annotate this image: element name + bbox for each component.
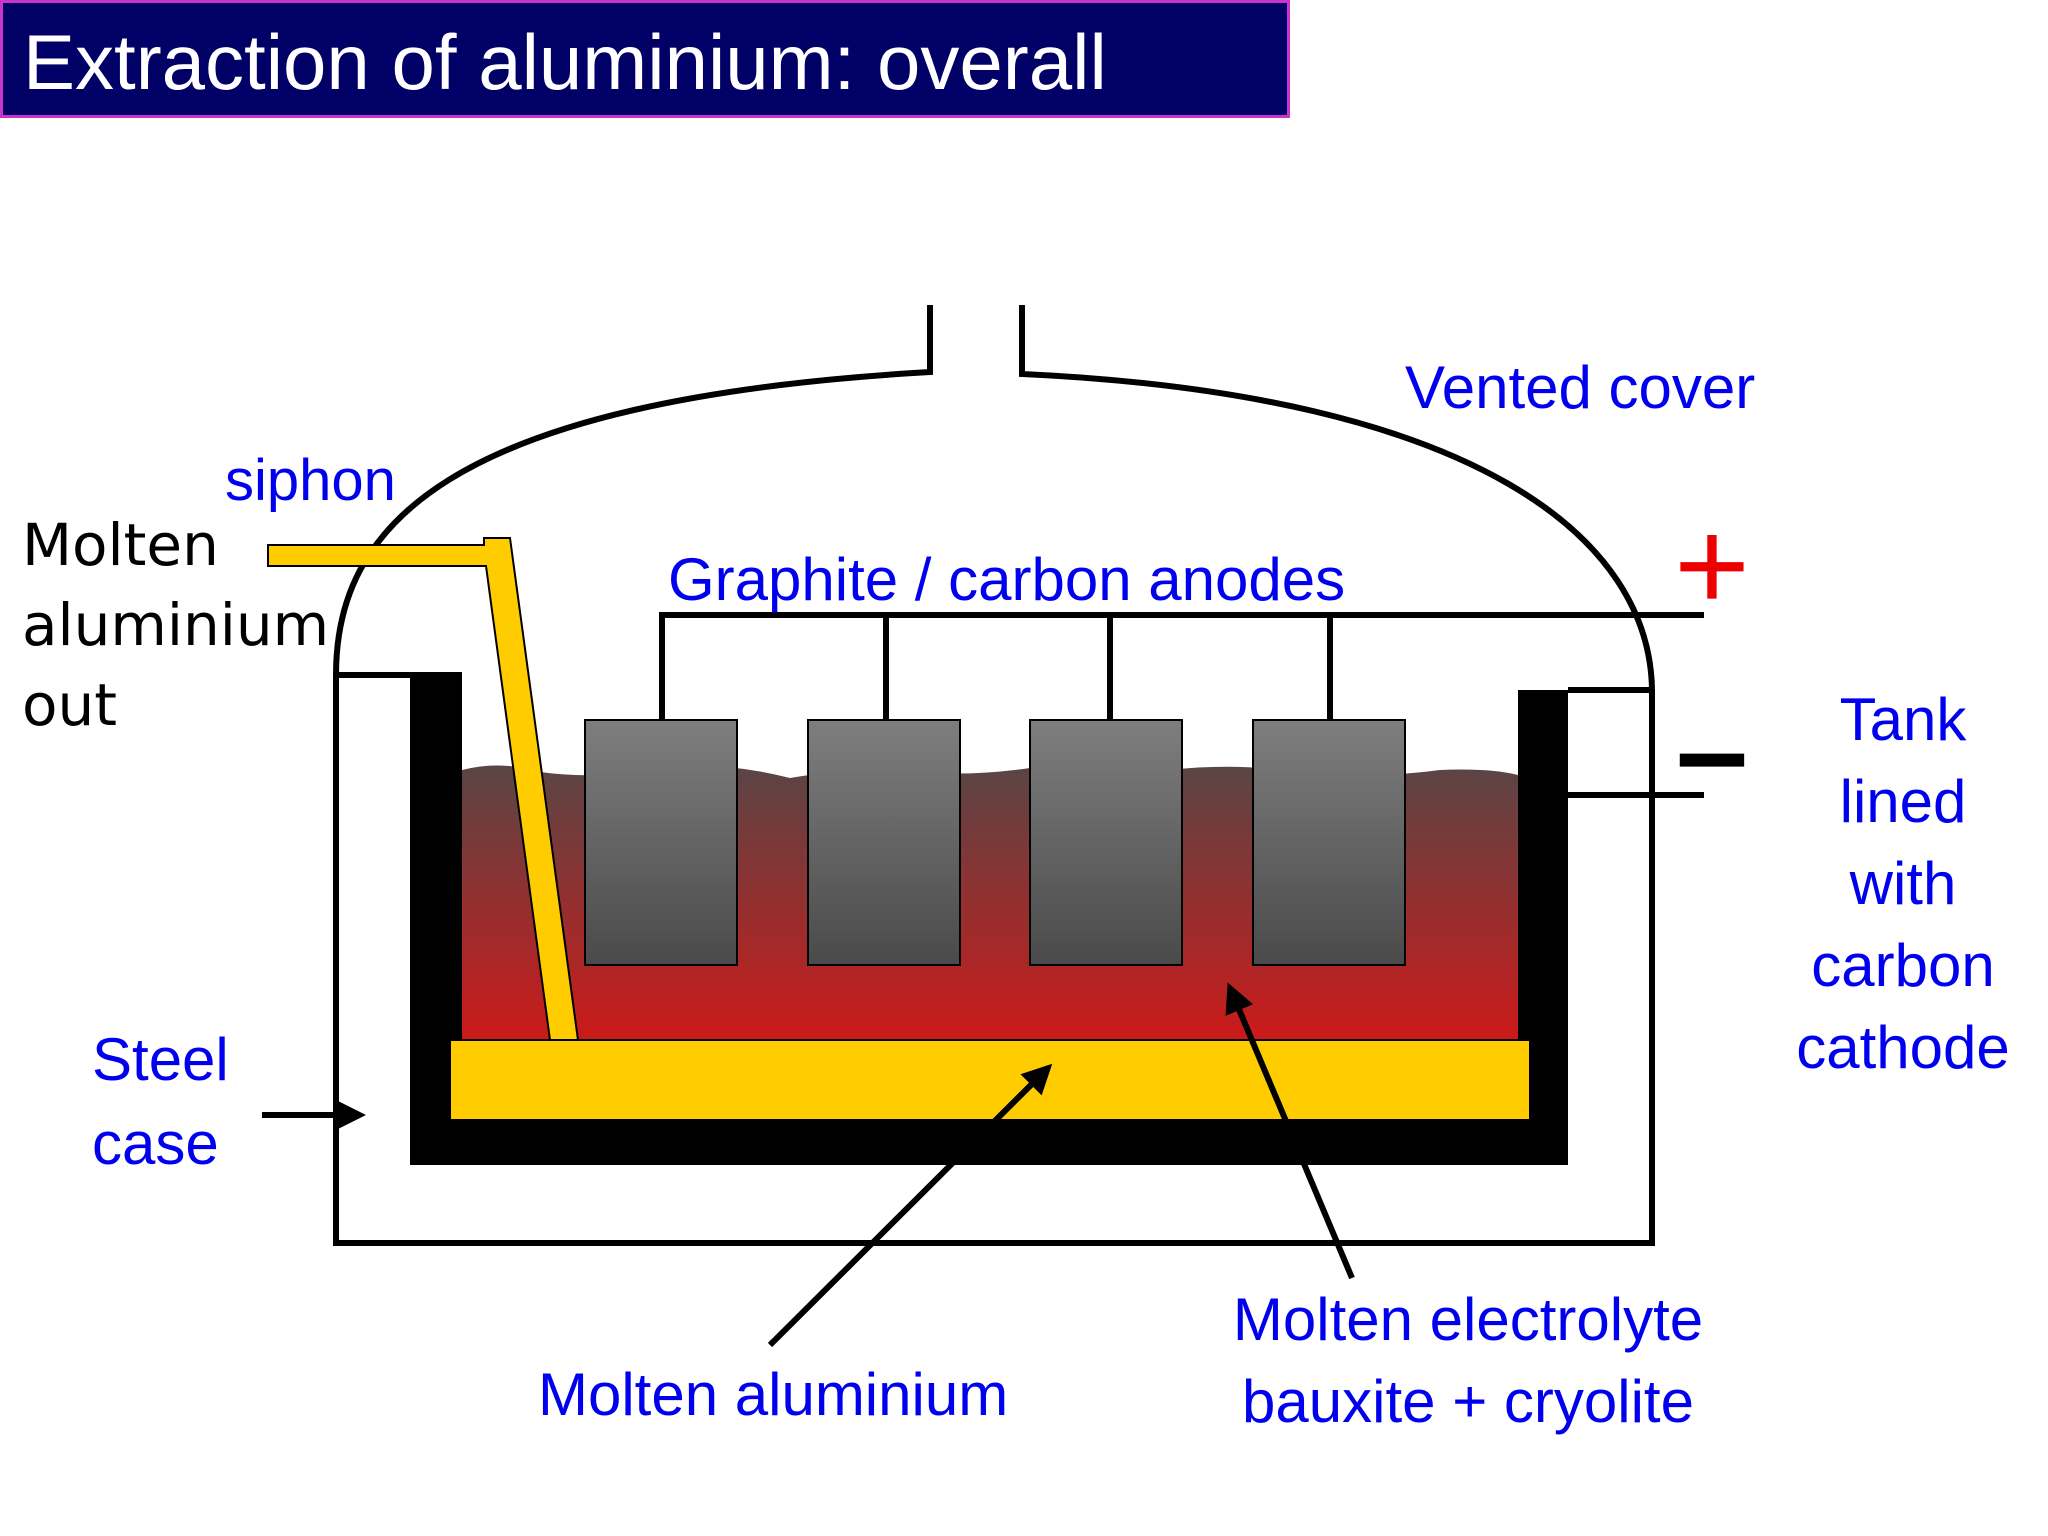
anode-2 [807, 719, 961, 966]
molten-out-label-3: out [22, 671, 117, 739]
anodes-label: Graphite / carbon anodes [668, 546, 1345, 613]
tank-label-4: carbon [1811, 932, 1994, 999]
anode-wire [659, 612, 1704, 720]
title-bar: Extraction of aluminium: overall [0, 0, 1290, 118]
minus-sign: – [1676, 677, 1748, 823]
electrolyte-label-2: bauxite + cryolite [1242, 1368, 1694, 1435]
molten-aluminium-arrow [767, 1063, 1053, 1348]
tank-label-5: cathode [1796, 1014, 2010, 1081]
siphon-pipe [267, 537, 580, 1041]
tank-label-1: Tank [1840, 686, 1968, 753]
electrolyte-label-1: Molten electrolyte [1233, 1286, 1703, 1353]
anode-1 [584, 719, 738, 966]
molten-out-label-2: aluminium [22, 591, 329, 659]
page-title: Extraction of aluminium: overall [23, 18, 1107, 106]
molten-aluminium-label: Molten aluminium [538, 1361, 1008, 1428]
steel-case-label-1: Steel [92, 1026, 229, 1093]
tank-label-3: with [1849, 850, 1957, 917]
molten-out-label-1: Molten [22, 511, 219, 579]
steel-case-label-2: case [92, 1110, 219, 1177]
steel-case [333, 675, 1655, 1246]
vented-cover-label: Vented cover [1405, 354, 1755, 421]
anode-3 [1029, 719, 1183, 966]
plus-sign: + [1674, 492, 1750, 638]
vented-cover [333, 305, 933, 676]
molten-aluminium-layer [449, 1039, 1531, 1121]
vented-cover-right [1019, 305, 1655, 691]
tank-label-2: lined [1840, 768, 1967, 835]
electrolyte-arrow [1225, 982, 1355, 1280]
anode-4 [1252, 719, 1406, 966]
siphon-label: siphon [225, 448, 396, 513]
